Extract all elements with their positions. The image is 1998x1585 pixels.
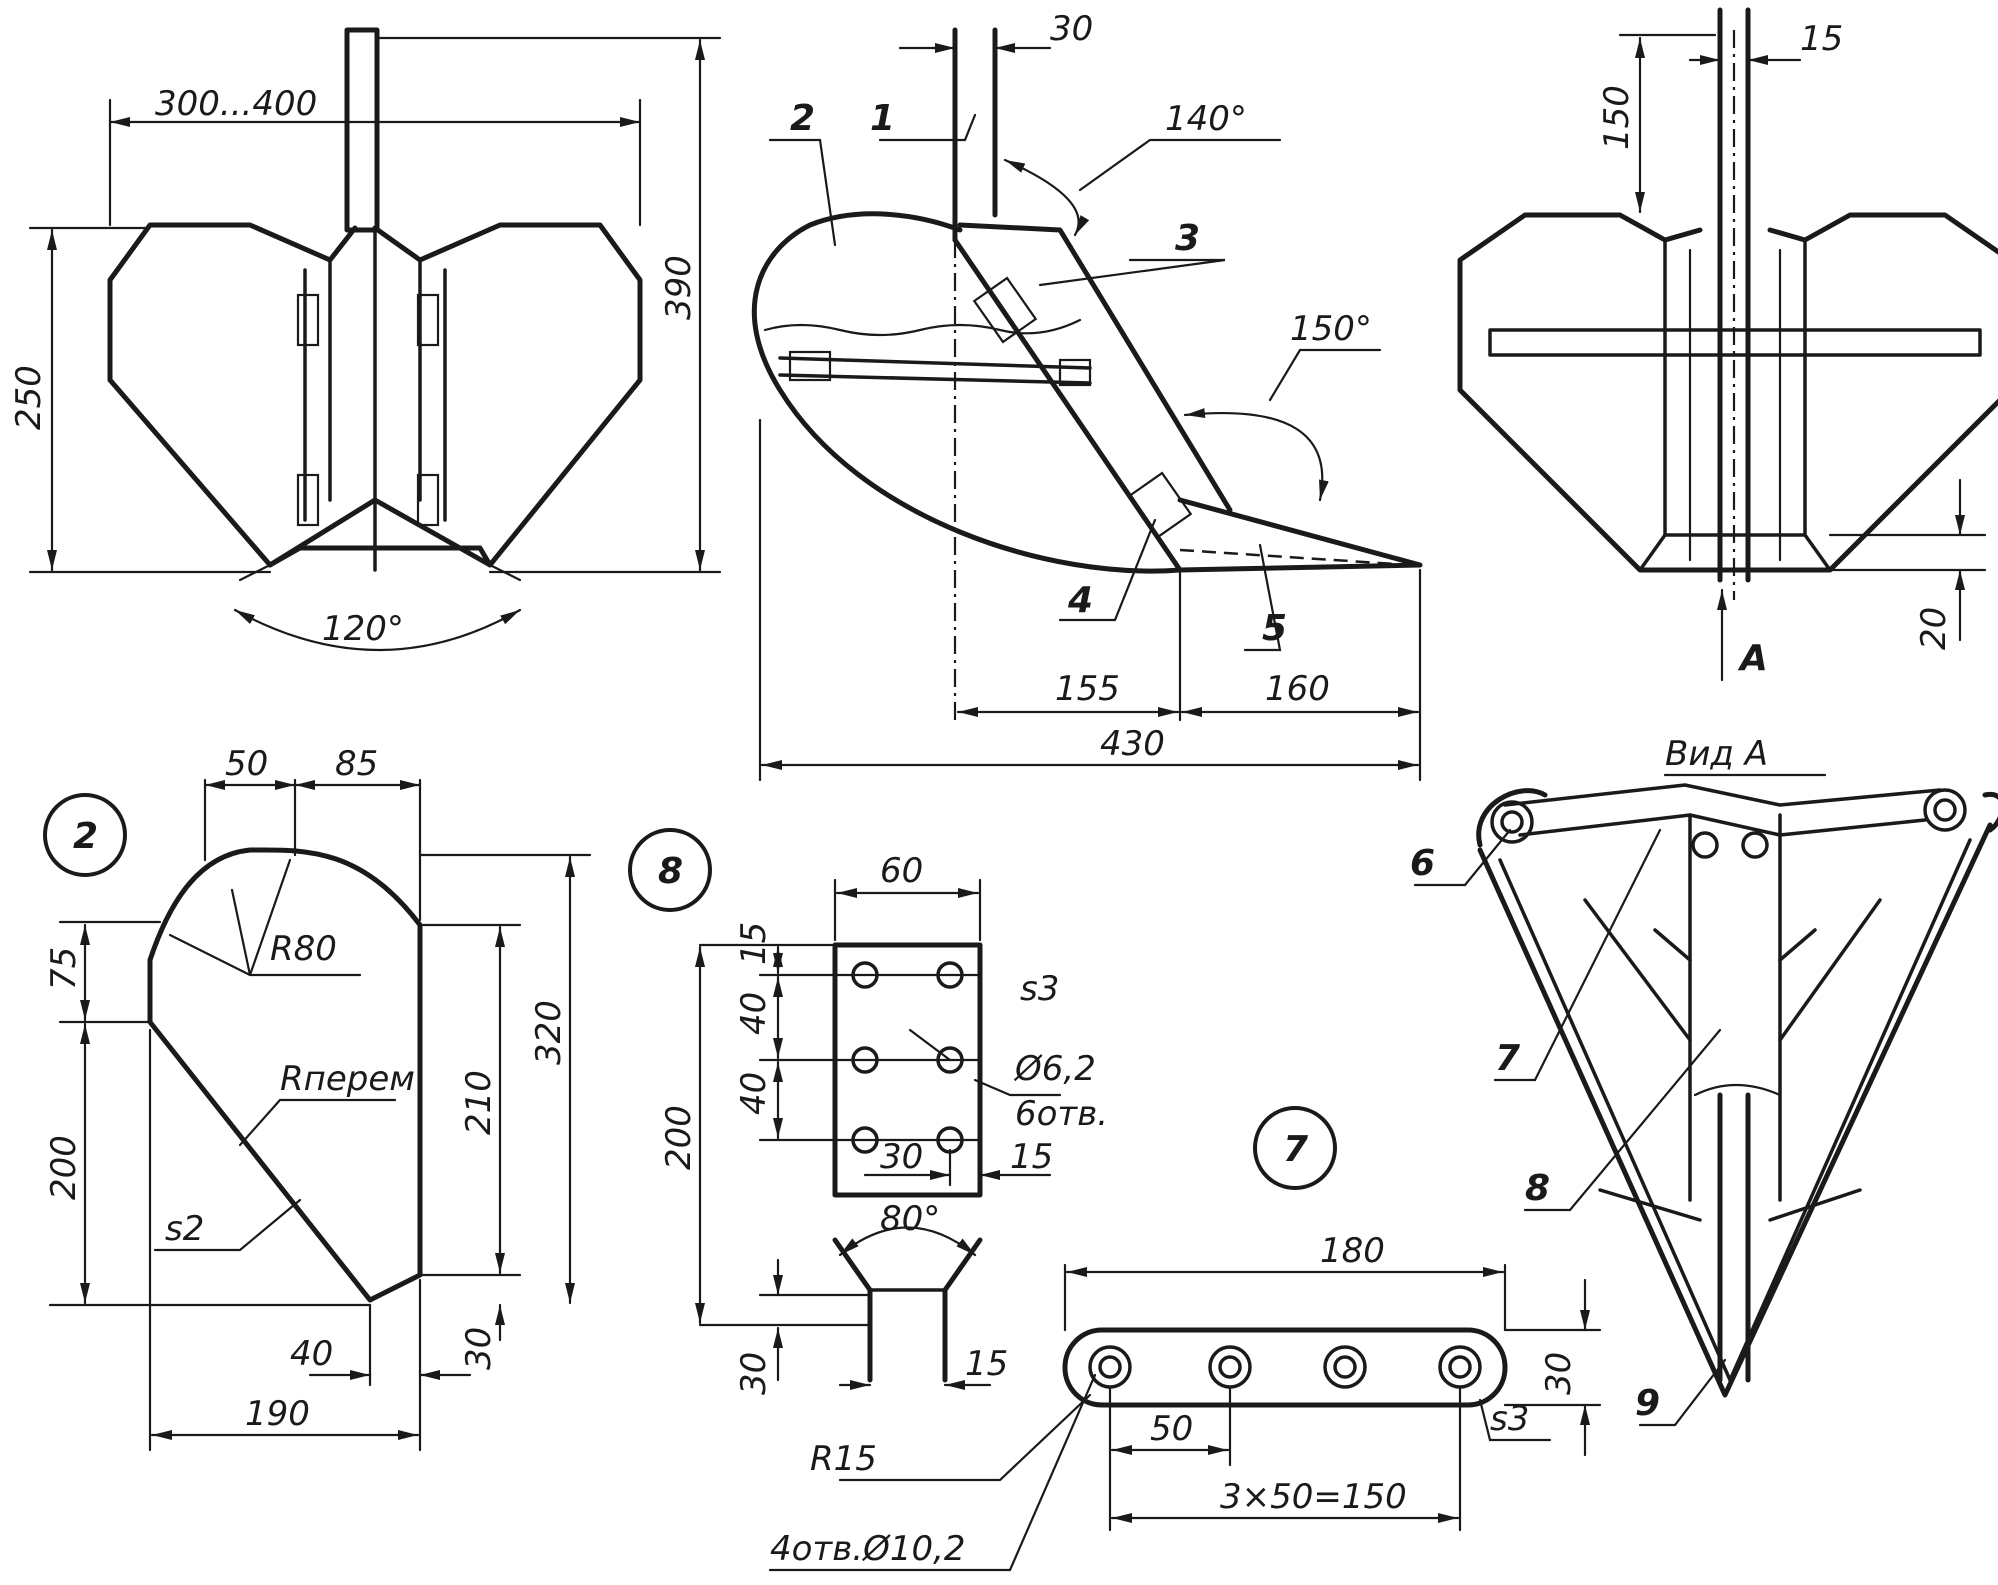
part2-dim-190: 190 bbox=[245, 1394, 310, 1434]
part2-dim-85: 85 bbox=[335, 744, 378, 784]
part-7: 7 180 30 50 3×50=150 R15 4отв.Ø10,2 s3 bbox=[768, 1106, 1602, 1572]
side-dim-155: 155 bbox=[1055, 669, 1120, 709]
part-8: 8 60 15 40 40 200 s3 Ø6,2 6отв. 30 15 bbox=[628, 828, 1108, 1395]
side-dim-rod: 30 bbox=[1050, 9, 1093, 49]
side-angle-top: 140° bbox=[1165, 99, 1247, 139]
part2-dim-210: 210 bbox=[459, 1070, 499, 1135]
side-dim-430: 430 bbox=[1100, 724, 1165, 764]
part8-dim-30-bottom: 30 bbox=[734, 1352, 774, 1395]
view-a: Вид А 6 7 8 9 bbox=[1410, 734, 1998, 1427]
part8-badge: 8 bbox=[658, 851, 683, 892]
part2-dim-50: 50 bbox=[225, 744, 268, 784]
front-angle: 120° bbox=[322, 609, 404, 649]
part8-dim-40a: 40 bbox=[734, 992, 774, 1035]
view-a-label-8: 8 bbox=[1525, 1168, 1550, 1209]
side-share-outline bbox=[751, 211, 1183, 574]
part7-dim-180: 180 bbox=[1320, 1231, 1385, 1271]
part8-dim-15-bottom: 15 bbox=[965, 1344, 1008, 1384]
part8-thickness: s3 bbox=[1020, 969, 1059, 1009]
part8-plate bbox=[832, 942, 983, 1198]
part8-dim-40b: 40 bbox=[734, 1072, 774, 1115]
part2-outline bbox=[147, 847, 423, 1303]
back-arrow-label: A bbox=[1737, 638, 1768, 679]
part7-dim-50: 50 bbox=[1150, 1409, 1193, 1449]
side-label-3: 3 bbox=[1175, 218, 1200, 259]
part8-dim-30: 30 bbox=[880, 1137, 923, 1177]
part2-badge: 2 bbox=[73, 816, 98, 857]
part7-strip bbox=[1062, 1327, 1508, 1408]
front-dim-height-wing: 250 bbox=[9, 365, 49, 430]
part8-dim-200: 200 bbox=[659, 1105, 699, 1170]
side-label-2: 2 bbox=[790, 98, 815, 139]
side-label-1: 1 bbox=[870, 98, 895, 139]
part8-hole-count: 6отв. bbox=[1015, 1094, 1108, 1134]
part8-dim-60: 60 bbox=[880, 851, 923, 891]
part7-dim-30: 30 bbox=[1539, 1352, 1579, 1395]
part7-holes: 4отв.Ø10,2 bbox=[770, 1529, 966, 1569]
part7-badge: 7 bbox=[1283, 1129, 1308, 1170]
part8-dim-15-top: 15 bbox=[734, 922, 774, 965]
front-dim-width: 300...400 bbox=[155, 84, 317, 124]
part7-radius: R15 bbox=[810, 1439, 877, 1479]
view-a-label-7: 7 bbox=[1495, 1038, 1520, 1079]
part8-hole-dia: Ø6,2 bbox=[1013, 1049, 1096, 1089]
front-heart-outline bbox=[107, 222, 643, 568]
part2-dim-75: 75 bbox=[44, 947, 84, 990]
side-dim-160: 160 bbox=[1265, 669, 1330, 709]
back-dim-150: 150 bbox=[1597, 85, 1637, 150]
side-angle-bottom: 150° bbox=[1290, 309, 1372, 349]
view-a-title: Вид А bbox=[1665, 734, 1768, 774]
part8-dim-15-right: 15 bbox=[1010, 1137, 1053, 1177]
front-view: 300...400 250 390 120° bbox=[9, 27, 722, 652]
part7-thickness: s3 bbox=[1490, 1399, 1529, 1439]
part-2: 2 50 85 R80 Rперем 75 200 210 320 30 40 bbox=[43, 744, 592, 1452]
back-view: 15 150 20 A bbox=[1457, 7, 1998, 682]
part2-dim-200: 200 bbox=[44, 1135, 84, 1200]
part2-dim-320: 320 bbox=[529, 1000, 569, 1065]
part2-dim-30: 30 bbox=[459, 1327, 499, 1370]
view-a-label-6: 6 bbox=[1410, 843, 1435, 884]
part2-thickness: s2 bbox=[165, 1209, 204, 1249]
part2-dim-40: 40 bbox=[290, 1334, 333, 1374]
back-heart-outline bbox=[1457, 212, 1998, 573]
part7-dim-pitch: 3×50=150 bbox=[1220, 1477, 1407, 1517]
back-dim-15: 15 bbox=[1800, 19, 1843, 59]
side-view: 1 2 3 4 5 30 140° 150° 155 160 430 bbox=[751, 9, 1423, 782]
front-dim-height-total: 390 bbox=[659, 255, 699, 320]
side-label-5: 5 bbox=[1262, 608, 1287, 649]
part2-radius-var: Rперем bbox=[280, 1059, 415, 1099]
side-label-4: 4 bbox=[1067, 580, 1093, 621]
part8-angle: 80° bbox=[880, 1199, 940, 1239]
back-dim-20: 20 bbox=[1914, 607, 1954, 650]
part2-radius: R80 bbox=[270, 929, 337, 969]
view-a-label-9: 9 bbox=[1635, 1383, 1660, 1424]
